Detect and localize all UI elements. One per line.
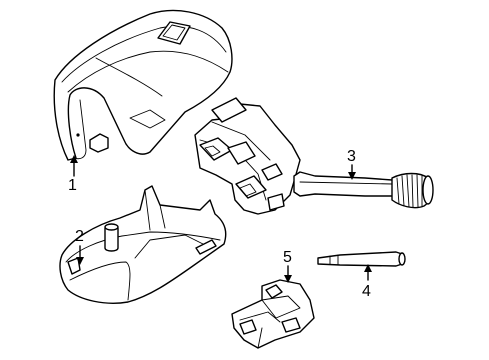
- part-3-combination-switch: [194, 97, 434, 215]
- callout-1-label: 1: [68, 177, 77, 194]
- callout-4-label: 4: [362, 283, 371, 300]
- part-2-lower-shroud: [59, 185, 227, 304]
- leader-5: [284, 265, 292, 283]
- part-5-switch-housing: [231, 279, 315, 349]
- callout-5-label: 5: [283, 249, 292, 266]
- part-4-wiper-stalk: [317, 251, 406, 267]
- leader-3: [348, 164, 356, 180]
- part-1-upper-shroud: [53, 9, 233, 161]
- callout-2-label: 2: [75, 228, 84, 245]
- leader-4: [364, 264, 372, 281]
- leader-1: [70, 155, 78, 177]
- leader-2: [76, 245, 84, 265]
- callout-3-label: 3: [347, 148, 356, 165]
